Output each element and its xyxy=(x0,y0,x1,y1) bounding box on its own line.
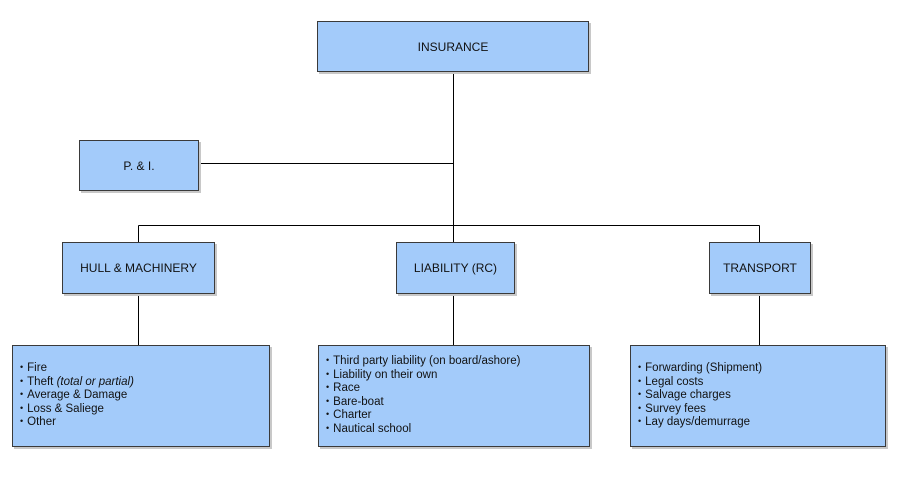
pi-label: P. & I. xyxy=(123,158,155,173)
list-item: Third party liability (on board/ashore) xyxy=(326,355,589,369)
list-item: Salvage charges xyxy=(638,389,885,403)
list-item: Survey fees xyxy=(638,403,885,417)
hull-machinery-node: HULL & MACHINERY xyxy=(62,242,215,294)
list-item: Bare-boat xyxy=(326,396,589,410)
list-item: Nautical school xyxy=(326,423,589,437)
list-item: Average & Damage xyxy=(20,389,269,403)
list-item: Legal costs xyxy=(638,376,885,390)
list-item: Liability on their own xyxy=(326,369,589,383)
list-item: Loss & Saliege xyxy=(20,403,269,417)
transport-details-box: Forwarding (Shipment) Legal costs Salvag… xyxy=(630,345,886,447)
transport-node: TRANSPORT xyxy=(709,242,811,294)
list-item: Fire xyxy=(20,362,269,376)
list-item: Lay days/demurrage xyxy=(638,416,885,430)
hull-details-list: Fire Theft (total or partial) Average & … xyxy=(13,362,269,430)
hull-details-box: Fire Theft (total or partial) Average & … xyxy=(12,345,270,447)
list-item: Race xyxy=(326,382,589,396)
list-item: Forwarding (Shipment) xyxy=(638,362,885,376)
liability-details-list: Third party liability (on board/ashore) … xyxy=(319,355,589,436)
list-item: Other xyxy=(20,416,269,430)
hull-machinery-label: HULL & MACHINERY xyxy=(80,261,197,275)
theft-note: (total or partial) xyxy=(56,375,134,388)
insurance-node: INSURANCE xyxy=(317,21,589,72)
transport-details-list: Forwarding (Shipment) Legal costs Salvag… xyxy=(631,362,885,430)
list-item: Charter xyxy=(326,409,589,423)
list-item: Theft (total or partial) xyxy=(20,376,269,390)
transport-label: TRANSPORT xyxy=(723,261,797,275)
liability-node: LIABILITY (RC) xyxy=(396,242,515,294)
liability-details-box: Third party liability (on board/ashore) … xyxy=(318,345,590,447)
liability-label: LIABILITY (RC) xyxy=(413,261,498,275)
insurance-label: INSURANCE xyxy=(417,39,489,54)
pi-node: P. & I. xyxy=(79,140,199,191)
